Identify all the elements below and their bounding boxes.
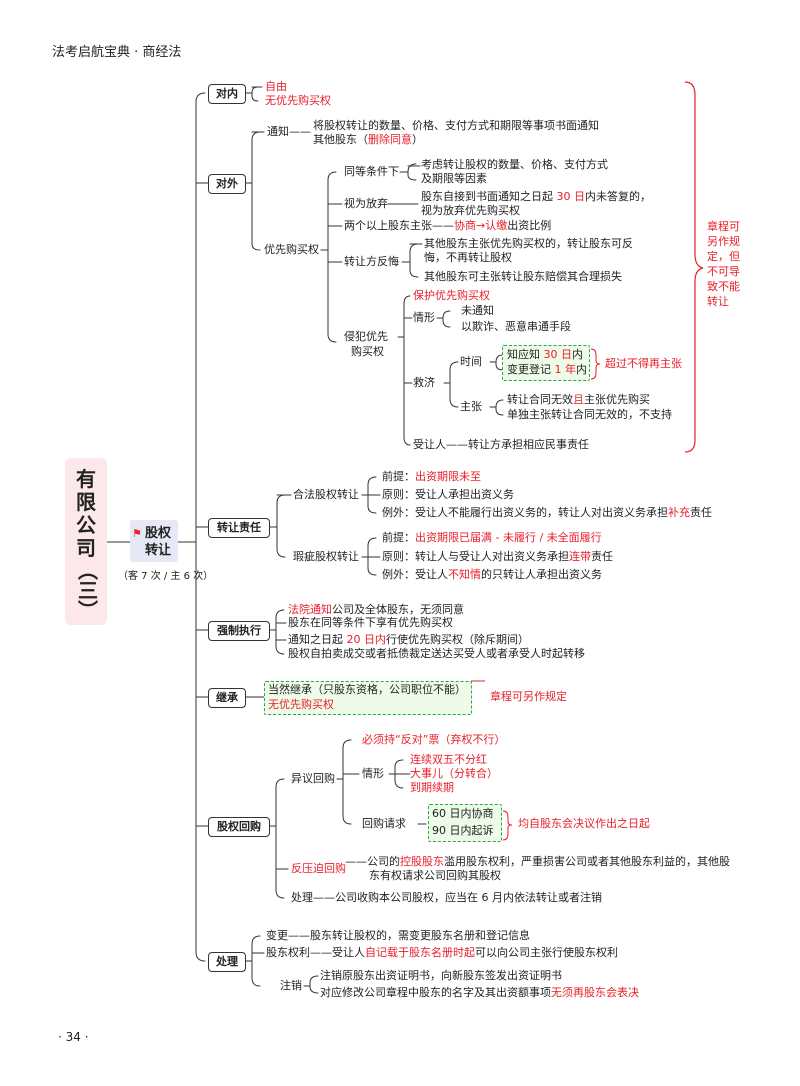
flag-icon: ⚑ [132, 527, 142, 540]
time-note: 超过不得再主张 [605, 357, 682, 370]
flaw-transfer: 瑕疵股权转让 [293, 550, 359, 563]
branch-zhixing: 强制执行 [208, 621, 270, 641]
zhixing-line1: 法院通知公司及全体股东，无须同意 [288, 603, 464, 616]
must-oppose: 必须持“反对”票（弃权不行） [362, 733, 506, 746]
branch-zeren: 转让责任 [208, 518, 270, 538]
zhixing-line4: 股权自拍卖成交或者抵债裁定送达买受人或者承受人时起转移 [288, 647, 585, 660]
buyback-request: 回购请求 [362, 817, 406, 830]
time-highlight-box [502, 345, 590, 381]
buyback-situation: 情形 [362, 767, 384, 780]
chuli-rights: 股东权利——受让人自记载于股东名册时起可以向公司主张行使股东权利 [266, 946, 618, 959]
flaw-principle: 原则：转让人与受让人对出资义务承担连带责任 [382, 550, 613, 563]
request-highlight-box [428, 804, 502, 842]
zhixing-line2: 股东在同等条件下享有优先购买权 [288, 616, 453, 629]
time-label: 时间 [460, 355, 482, 368]
neibu-no-priority: 无优先购买权 [265, 94, 331, 107]
waive-line1: 股东自接到书面通知之日起 30 日内未答复的， [421, 190, 651, 203]
req-negotiate: 60 日内协商 [432, 807, 494, 820]
page-header: 法考启航宝典 · 商经法 [52, 45, 182, 60]
req-note: 均自股东会决议作出之日起 [518, 817, 650, 830]
claim-line2: 单独主张转让合同无效的，不支持 [507, 408, 672, 421]
flaw-exception: 例外：受让人不知情的只转让人承担出资义务 [382, 568, 602, 581]
same-cond-line1: 考虑转让股权的数量、价格、支付方式 [421, 158, 608, 171]
jicheng-highlight-box [264, 681, 472, 715]
jicheng-line2: 无优先购买权 [268, 698, 334, 711]
neibu-free: 自由 [265, 80, 287, 93]
topic-title: 股权 转让 [145, 526, 172, 558]
regret-label: 转让方反悔 [344, 255, 399, 268]
buyback-handle: 处理——公司收购本公司股权，应当在 6 月内依法转让或者注销 [291, 891, 602, 904]
sit-big-event: 大事儿（分转合） [410, 767, 498, 780]
infringe-label-2: 购买权 [351, 345, 384, 358]
claim-label: 主张 [460, 400, 482, 413]
sit-no-dividend: 连续双五不分红 [410, 753, 487, 766]
branch-waibu: 对外 [208, 174, 246, 194]
branch-jicheng: 继承 [208, 688, 246, 708]
branch-chuli: 处理 [208, 952, 246, 972]
sit-renewal: 到期续期 [410, 781, 454, 794]
priority-label: 优先购买权 [264, 243, 319, 256]
time-register: 变更登记 1 年内 [507, 363, 587, 376]
protect-priority: 保护优先购买权 [413, 289, 490, 302]
topic-box [130, 520, 178, 562]
chapter-title: 有 限 公 司 （三） [74, 467, 99, 621]
claim-line1: 转让合同无效且主张优先购买 [507, 393, 650, 406]
same-cond-label: 同等条件下 [344, 165, 399, 178]
same-cond-line2: 及期限等因素 [421, 172, 487, 185]
regret-line3: 其他股东可主张转让股东赔偿其合理损失 [424, 270, 622, 283]
sit-fraud: 以欺诈、恶意串通手段 [461, 320, 571, 333]
jicheng-note: 章程可另作规定 [490, 690, 567, 703]
multi-shareholders: 两个以上股东主张——协商→认缴出资比例 [344, 219, 552, 232]
infringe-label-1: 侵犯优先 [344, 330, 388, 343]
waive-label: 视为放弃 [344, 197, 388, 210]
waive-line2: 视为放弃优先购买权 [421, 204, 520, 217]
anti-oppression: 反压迫回购 [291, 862, 346, 875]
chapter-title-box [65, 458, 107, 625]
legal-transfer: 合法股权转让 [293, 488, 359, 501]
objection-buyback: 异议回购 [291, 772, 335, 785]
regret-line1: 其他股东主张优先购买权的，转让股东可反 [424, 237, 633, 250]
regret-line2: 悔，不再转让股权 [424, 251, 512, 264]
zhixing-line3: 通知之日起 20 日内行使优先购买权（除斥期间） [288, 633, 529, 646]
notify-line2: 其他股东（删除同意） [313, 133, 423, 146]
req-sue: 90 日内起诉 [432, 824, 494, 837]
branch-neibu: 对内 [208, 84, 246, 104]
legal-exception: 例外：受让人不能履行出资义务的，转让人对出资义务承担补充责任 [382, 506, 712, 519]
sit-no-notice: 未通知 [461, 304, 494, 317]
notify-label: 通知—— [267, 125, 311, 138]
page-number: · 34 · [58, 1030, 89, 1044]
notify-line1: 将股权转让的数量、价格、支付方式和期限等事项书面通知 [313, 119, 599, 132]
chuli-change: 变更——股东转让股权的，需变更股东名册和登记信息 [266, 929, 530, 942]
time-know: 知应知 30 日内 [507, 348, 583, 361]
jicheng-line1: 当然继承（只股东资格，公司职位不能） [268, 683, 466, 696]
legal-principle: 原则：受让人承担出资义务 [382, 488, 514, 501]
remedy-label: 救济 [413, 376, 435, 389]
cancel-line2: 对应修改公司章程中股东的名字及其出资额事项无须再股东会表决 [320, 986, 639, 999]
cancel-line1: 注销原股东出资证明书，向新股东签发出资证明书 [320, 969, 562, 982]
brace-note: 章程可另作规定，但 不可导致不能转让 [707, 220, 740, 308]
transferee-line: 受让人——转让方承担相应民事责任 [413, 438, 589, 451]
branch-huigou: 股权回购 [208, 817, 270, 837]
infringe-situation: 情形 [413, 311, 435, 324]
topic-stats: （客 7 次 / 主 6 次） [118, 571, 214, 582]
flaw-premise: 前提：出资期限已届满 - 未履行 / 未全面履行 [382, 531, 602, 544]
legal-premise: 前提：出资期限未至 [382, 470, 481, 483]
anti-line1: ——公司的控股股东滥用股东权利，严重损害公司或者其他股东利益的，其他股 [345, 855, 730, 868]
anti-line2: 东有权请求公司回购其股权 [369, 869, 501, 882]
chuli-cancel: 注销 [280, 979, 302, 992]
